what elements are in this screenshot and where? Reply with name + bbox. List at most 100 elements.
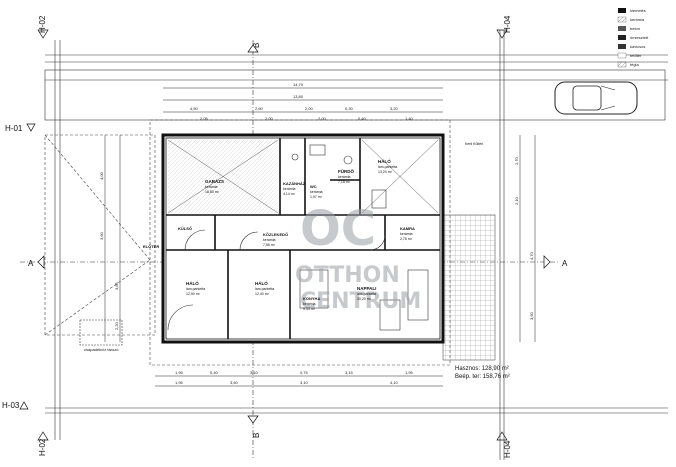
svg-text:3,10: 3,10 [300,380,309,385]
svg-text:0,30: 0,30 [345,106,354,111]
legend: kiemelés kerámia beton ömlesztett kavics… [617,8,649,68]
svg-text:13,24 m²: 13,24 m² [378,170,393,174]
svg-text:kavicsos: kavicsos [630,44,645,49]
svg-text:GARÁZS: GARÁZS [205,178,224,184]
triangle-icon [37,29,49,39]
svg-text:2,00: 2,00 [265,116,274,121]
svg-text:4,14 m²: 4,14 m² [283,192,296,196]
triangle-icon [26,123,36,132]
dim-inner: 13,80 [293,94,304,99]
svg-text:7,18 m²: 7,18 m² [338,180,351,184]
svg-text:9,33 m²: 9,33 m² [303,307,316,311]
grid-h03: H-03 [2,401,20,410]
grid-h04-top: H-04 [503,15,512,33]
label-kuldoboz: Kerti Kültéri [465,142,483,146]
room-halo-left: HÁLÓ lam.parketta 12,90 m² [186,279,205,296]
label-csapadek: csapadékvíz tározó [84,347,119,352]
svg-text:0,40: 0,40 [210,370,219,375]
svg-text:kerámia: kerámia [263,238,276,242]
room-halo-mid: HÁLÓ lam.parketta 12,40 m² [255,279,274,296]
svg-text:2,00: 2,00 [318,116,327,121]
svg-text:4,00: 4,00 [99,171,104,180]
svg-text:4,10: 4,10 [390,380,399,385]
triangle-icon [19,401,29,410]
svg-text:kerámia: kerámia [283,187,296,191]
site-lines [20,30,668,460]
room-kozlekedo: KÖZLEKEDŐ kerámia 7,56 m² [263,232,288,247]
grid-h01: H-01 [5,124,23,133]
furniture [167,144,429,331]
room-kazanhaz: KAZÁNHÁZ kerámia 4,14 m² [283,181,306,196]
triangle-icon [37,431,49,441]
svg-text:3,20: 3,20 [390,106,399,111]
triangle-icon [37,255,45,269]
dim-left-col: 4,00 3,60 3,85 2,20 [99,171,119,330]
grid-h04-bottom: H-04 [503,440,512,458]
car-icon [554,81,638,115]
svg-text:16,80 m²: 16,80 m² [205,190,220,194]
dim-overall: 14,70 [293,82,304,87]
svg-text:lam.parketta: lam.parketta [378,165,397,169]
terrace-tiles [442,214,496,361]
room-kamra: KAMRA kerámia 2,76 m² [400,226,415,241]
interior-walls [166,138,440,339]
svg-text:lam.parketta: lam.parketta [255,287,274,291]
svg-text:1,40: 1,40 [405,116,414,121]
svg-text:kerámia: kerámia [303,302,316,306]
grid-labels: H-01 H-03 A A H-02 H-02 H-04 H-04 B B [2,15,568,458]
svg-text:kiemelés: kiemelés [630,8,646,13]
svg-text:0,75: 0,75 [300,370,309,375]
room-furdo: FÜRDŐ kerámia 7,18 m² [338,168,354,184]
svg-text:3,10: 3,10 [250,370,259,375]
grid-b-bottom: B [252,433,261,438]
dimension-lines [104,87,536,387]
dim-right-col: 2,70 2,10 4,70 3,90 [514,156,534,320]
svg-text:kerámia: kerámia [205,185,218,189]
room-nappali: NAPPALI lam.parketta 30,20 m² [357,286,376,301]
svg-text:1,95: 1,95 [405,370,414,375]
grid-b-top: B [252,43,261,48]
triangle-icon [247,415,259,424]
svg-text:tégla: tégla [630,62,639,67]
svg-text:2,76 m²: 2,76 m² [400,237,413,241]
svg-text:KAZÁNHÁZ: KAZÁNHÁZ [283,181,306,186]
svg-text:1,95: 1,95 [175,370,184,375]
room-konyha: KONYHA kerámia 9,33 m² [303,296,320,311]
svg-text:2,70: 2,70 [514,156,519,165]
triangle-icon [496,431,508,441]
svg-text:KAMRA: KAMRA [400,226,415,231]
grid-h02-bottom: H-02 [38,438,47,456]
watermark-line1: OC [300,201,376,257]
svg-text:2,20: 2,20 [114,321,119,330]
svg-text:7,56 m²: 7,56 m² [263,243,276,247]
grid-a-right: A [562,259,568,268]
watermark-line2: OTTHON [295,263,400,288]
svg-text:KÖZLEKEDŐ: KÖZLEKEDŐ [263,232,288,237]
svg-text:kerámia: kerámia [630,17,645,22]
svg-text:4,70: 4,70 [529,251,534,260]
svg-text:lam.parketta: lam.parketta [357,292,376,296]
svg-text:kerámia: kerámia [338,175,351,179]
watermark-line3: CENTRUM [300,289,421,314]
svg-text:12,90 m²: 12,90 m² [186,292,201,296]
garage-diagonals [167,139,439,214]
svg-text:HÁLÓ: HÁLÓ [378,157,391,164]
triangle-icon [496,29,508,39]
svg-text:KONYHA: KONYHA [303,296,320,301]
svg-text:KÜLSŐ: KÜLSŐ [178,226,192,231]
svg-text:3,40: 3,40 [230,380,239,385]
room-eloter: ELŐTÉR [143,244,159,249]
svg-text:3,60: 3,60 [99,231,104,240]
svg-text:kerámia: kerámia [400,232,413,236]
triangle-icon [247,44,259,53]
room-garazs: GARÁZS kerámia 16,80 m² [205,178,224,194]
room-wc: WC kerámia 1,97 m² [310,184,323,199]
dim-bottom-row2: 1,95 3,40 3,10 4,10 [175,380,399,385]
svg-text:1,97 m²: 1,97 m² [310,195,323,199]
room-kulso: KÜLSŐ [178,226,192,231]
grid-a-left: A [28,259,34,268]
svg-text:2,00: 2,00 [305,106,314,111]
svg-text:HÁLÓ: HÁLÓ [186,279,199,286]
svg-text:kerámia: kerámia [310,190,323,194]
svg-text:3,15: 3,15 [345,370,354,375]
